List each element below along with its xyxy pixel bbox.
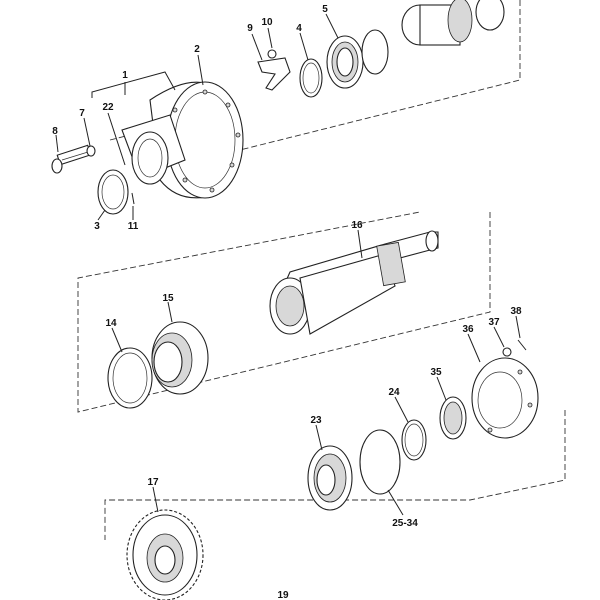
callout-25-34: 25-34 — [392, 518, 418, 529]
callout-15: 15 — [162, 293, 174, 304]
part-17-gear — [126, 509, 204, 600]
callout-7: 7 — [79, 108, 85, 119]
part-top-gear — [401, 0, 505, 46]
part-3-ring — [97, 169, 129, 215]
part-4-ring — [299, 58, 323, 98]
part-2-housing — [121, 81, 244, 199]
part-15-bearing — [151, 321, 209, 395]
callout-16: 16 — [351, 220, 363, 231]
callout-38: 38 — [510, 306, 522, 317]
part-36-cover — [471, 357, 539, 439]
part-25-34-shim — [359, 429, 401, 495]
callout-4: 4 — [296, 23, 302, 34]
callout-22: 22 — [102, 102, 114, 113]
part-24-ring — [401, 419, 427, 461]
callout-19: 19 — [277, 590, 289, 600]
part-7-washer — [86, 145, 96, 157]
part-35-seal — [439, 396, 467, 440]
callout-labels: 1 2 7 22 8 3 11 9 10 4 5 16 15 14 36 37 … — [52, 4, 522, 600]
part-37-washer — [502, 347, 512, 357]
callout-17: 17 — [147, 477, 159, 488]
part-6-ring — [361, 29, 389, 75]
callout-3: 3 — [94, 221, 100, 232]
callout-37: 37 — [488, 317, 500, 328]
callout-1: 1 — [122, 70, 128, 81]
callout-11: 11 — [128, 221, 139, 232]
callout-36: 36 — [462, 324, 474, 335]
callout-35: 35 — [430, 367, 442, 378]
callout-8: 8 — [52, 126, 58, 137]
part-11-pin — [131, 192, 135, 205]
leader-lines — [55, 13, 521, 516]
part-23-bearing — [307, 445, 353, 511]
callout-10: 10 — [261, 17, 273, 28]
part-5-bearing — [326, 35, 364, 89]
part-14-shim — [107, 347, 153, 409]
part-38-bolt — [517, 339, 527, 351]
part-10-nut — [267, 49, 277, 59]
callout-5: 5 — [322, 4, 328, 15]
callout-2: 2 — [194, 44, 200, 55]
callout-9: 9 — [247, 23, 253, 34]
callout-14: 14 — [105, 318, 117, 329]
part-9-fork — [257, 57, 291, 91]
callout-24: 24 — [388, 387, 400, 398]
callout-23: 23 — [310, 415, 322, 426]
part-16-shaft — [269, 230, 439, 335]
